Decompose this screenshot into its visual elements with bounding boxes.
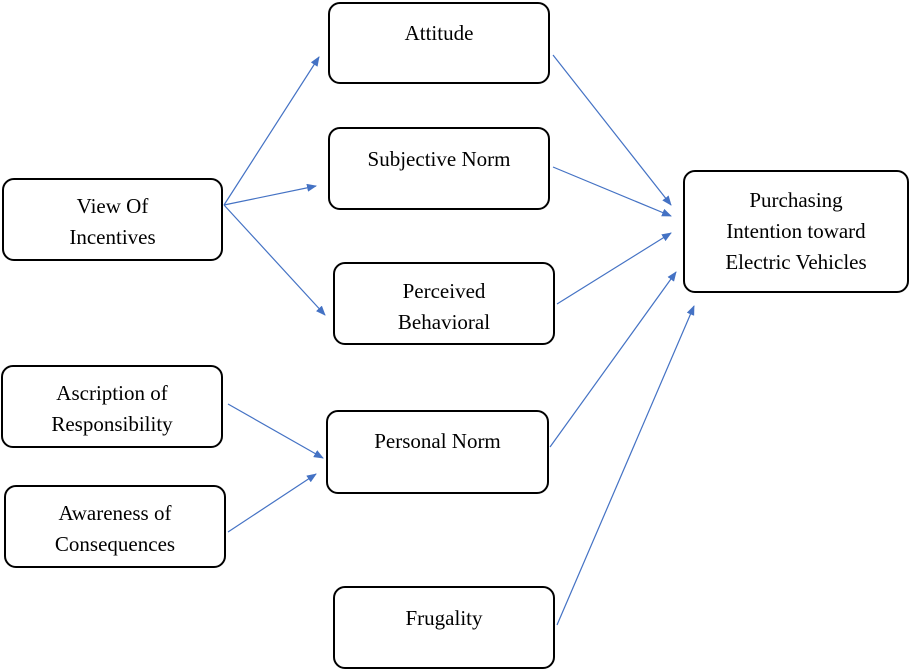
arrow-ascription-to-personal-norm: [227, 403, 324, 459]
arrow-perceived-behavioral-to-purchasing-intention: [556, 232, 672, 305]
node-label-line: Awareness of: [58, 501, 172, 525]
node-label-line: Perceived: [402, 279, 486, 303]
node-label-line: Electric Vehicles: [725, 250, 867, 274]
node-label-line: Ascription of: [56, 381, 168, 405]
node-label-line: Responsibility: [51, 412, 173, 436]
arrow-awareness-to-personal-norm: [227, 473, 317, 533]
node-awareness-of-consequences: Awareness of Consequences: [4, 485, 226, 568]
arrow-view-of-incentives-to-subjective-norm: [223, 183, 317, 206]
node-attitude: Attitude: [328, 2, 550, 84]
node-ascription-of-responsibility: Ascription of Responsibility: [1, 365, 223, 448]
arrow-attitude-to-purchasing-intention: [552, 54, 672, 206]
arrow-view-of-incentives-to-attitude: [223, 56, 320, 206]
node-view-of-incentives: View Of Incentives: [2, 178, 223, 261]
node-perceived-behavioral: Perceived Behavioral: [333, 262, 555, 345]
node-label-line: Personal Norm: [374, 429, 501, 453]
arrow-frugality-to-purchasing-intention: [556, 305, 695, 626]
node-label-line: Consequences: [54, 532, 176, 556]
node-frugality: Frugality: [333, 586, 555, 669]
node-personal-norm: Personal Norm: [326, 410, 549, 494]
node-label-line: Frugality: [405, 606, 483, 630]
node-label-line: Subjective Norm: [367, 147, 511, 171]
arrow-subjective-norm-to-purchasing-intention: [552, 166, 672, 217]
node-purchasing-intention: Purchasing Intention toward Electric Veh…: [683, 170, 909, 293]
node-label-line: Purchasing: [749, 188, 843, 212]
node-label-line: Attitude: [404, 21, 474, 45]
node-label-line: Incentives: [69, 225, 156, 249]
arrow-view-of-incentives-to-perceived-behavioral: [223, 204, 326, 316]
node-label-line: Behavioral: [397, 310, 491, 334]
node-label-line: Intention toward: [726, 219, 866, 243]
node-subjective-norm: Subjective Norm: [328, 127, 550, 210]
arrow-personal-norm-to-purchasing-intention: [549, 271, 677, 448]
node-label-line: View Of: [76, 194, 149, 218]
